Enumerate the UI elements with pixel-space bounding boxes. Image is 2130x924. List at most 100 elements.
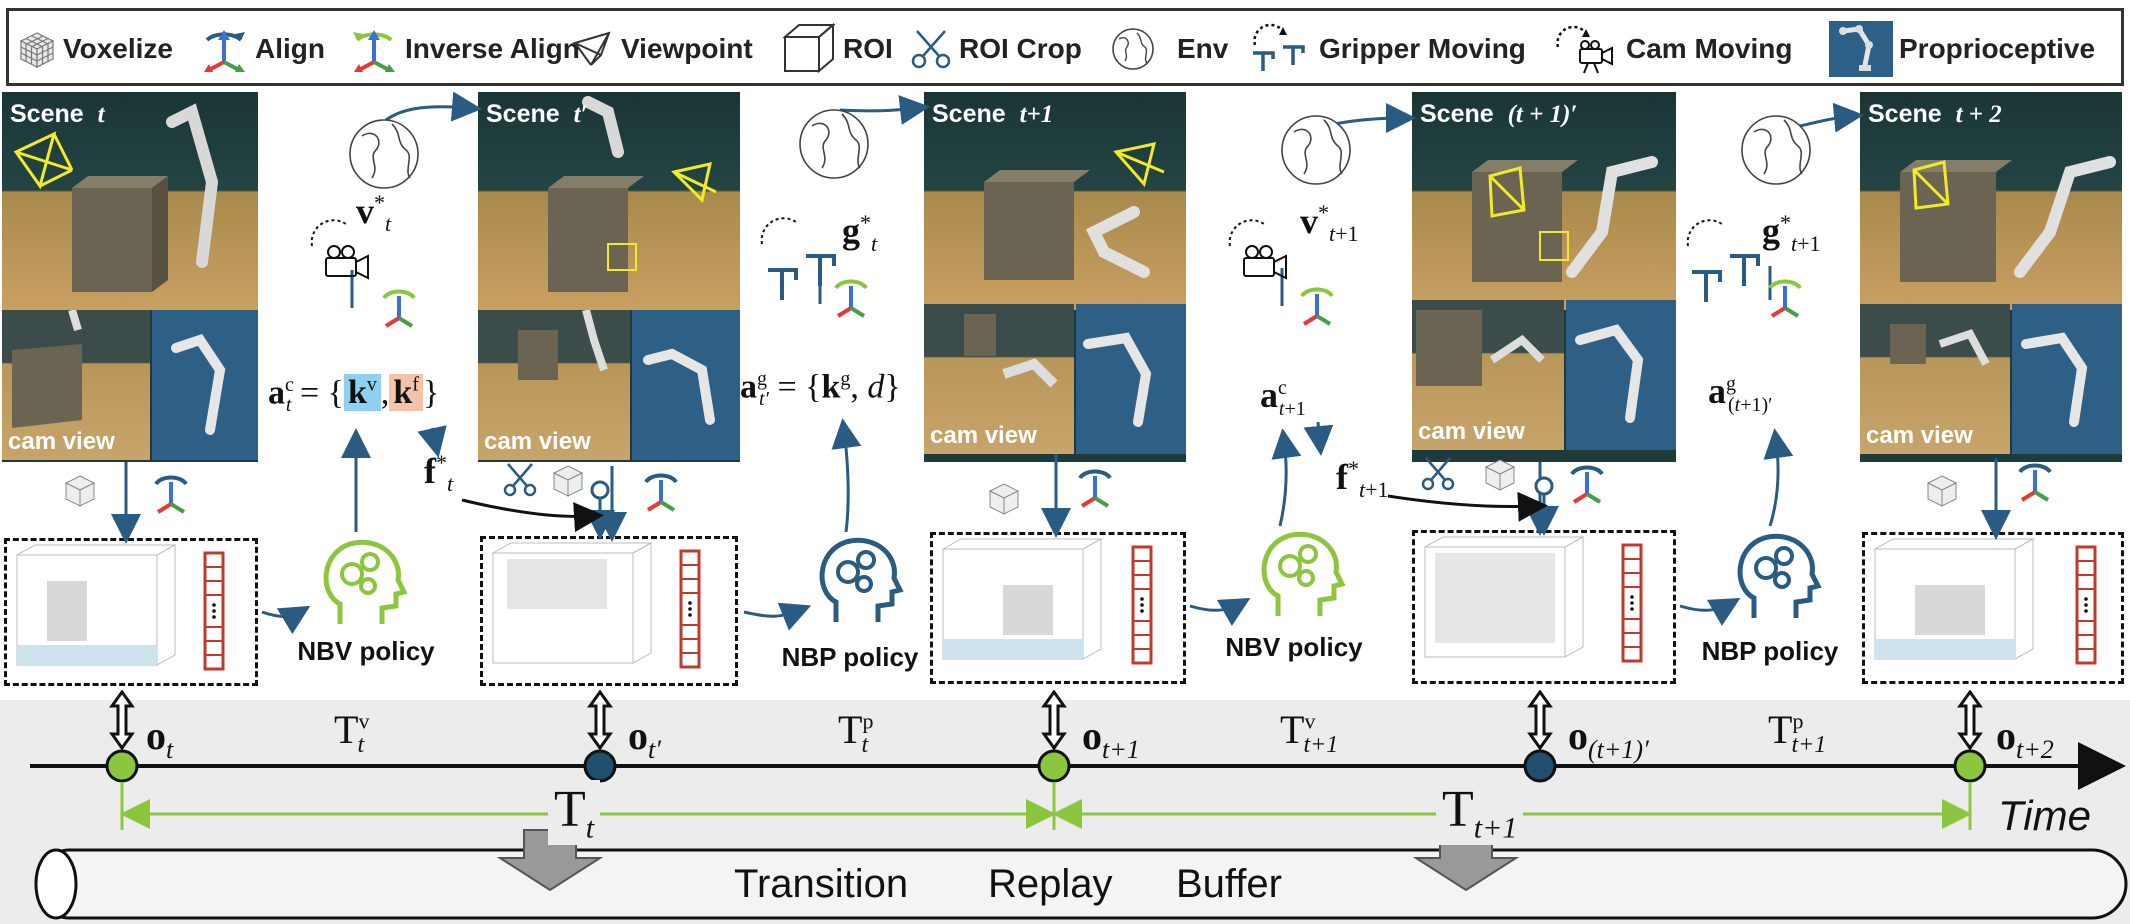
legend-env: Env (1109, 21, 1228, 77)
legend-proprioceptive-label: Proprioceptive (1899, 33, 2096, 64)
span-label-t: Tt (548, 780, 601, 846)
legend-align: Align (199, 21, 325, 77)
legend-roi-crop-label: ROI Crop (959, 33, 1082, 64)
proprioceptive-view-t-plus-1-prime (1566, 300, 1676, 450)
math-v-star-t-plus-1: v*t+1 (1300, 200, 1359, 247)
buffer-word-replay: Replay (988, 862, 1113, 906)
legend-roi: ROI (781, 21, 893, 77)
span-label-t-plus-1: Tt+1 (1436, 780, 1524, 846)
voxelize-icon (19, 32, 55, 68)
robot-arm-illustration (171, 334, 226, 435)
voxel-grid-illustration (1873, 538, 2097, 665)
proprioceptive-view-t (152, 310, 258, 460)
scene-render (478, 92, 740, 310)
voxel-observation-box-t-prime (480, 536, 738, 686)
legend-cam-moving-label: Cam Moving (1626, 33, 1793, 64)
legend-inverse-align: Inverse Align (349, 21, 580, 77)
inverse-align-icon (353, 30, 395, 72)
nbv-policy-head-icon (1261, 531, 1346, 616)
legend-env-label: Env (1177, 33, 1229, 64)
scene-illustration (548, 96, 717, 292)
cam-view-t: cam view (2, 308, 150, 460)
voxel-grid-illustration (1423, 536, 1643, 663)
roi-box-icon (782, 23, 836, 74)
legend-viewpoint: Viewpoint (571, 21, 753, 77)
math-g-star-t: g*t (842, 210, 878, 257)
voxel-grid-illustration (15, 544, 225, 671)
segment-label-t-plus-1-p: Tpt+1 (1768, 707, 1827, 758)
legend-gripper-moving-label: Gripper Moving (1319, 33, 1526, 64)
nbp-policy-head-icon (1737, 533, 1822, 618)
scene-panel-t: Scene t cam view (2, 92, 258, 462)
legend-gripper-moving: Gripper Moving (1249, 21, 1526, 77)
scene-title-t: Scene t (10, 100, 105, 128)
scene-panel-t-plus-1: Scene t+1 cam view (924, 92, 1186, 462)
camera-moving-icon (310, 219, 1287, 280)
robot-arm-illustration (2021, 332, 2088, 427)
gripper-moving-icon (1253, 23, 1305, 71)
cam-view-illustration (518, 308, 608, 380)
scene-illustration (1900, 156, 2116, 282)
observation-label-t: ot (146, 713, 174, 764)
buffer-word-transition: Transition (734, 862, 909, 906)
time-axis-label: Time (1998, 792, 2091, 839)
buffer-word-buffer: Buffer (1176, 862, 1282, 906)
scissors-icon (911, 30, 951, 69)
scene-panel-t-plus-2: Scene t + 2 cam view (1860, 92, 2122, 462)
segment-label-t-p: Tpt (838, 707, 874, 758)
proprioceptive-view-t-prime (632, 310, 740, 460)
math-v-star-t: v*t (356, 190, 392, 237)
legend-cam-moving: Cam Moving (1554, 21, 1792, 77)
scene-panel-t-plus-1-prime: Scene (t + 1)′ cam view (1412, 92, 1676, 462)
cam-view-illustration (1416, 310, 1545, 386)
voxel-grid-illustration (491, 542, 701, 669)
policy-label-2: NBP policy (781, 642, 919, 672)
voxel-observation-box-t-plus-1 (930, 532, 1186, 684)
nbp-policy-head-icon (819, 537, 904, 622)
legend-voxelize-label: Voxelize (63, 33, 173, 64)
observation-link-arrows (109, 690, 1983, 751)
voxelize-icon (64, 459, 1958, 515)
policy-label-1: NBV policy (297, 636, 435, 666)
timeline-layer (30, 690, 2128, 920)
legend-inverse-align-label: Inverse Align (405, 33, 580, 64)
scene-render (1860, 92, 2122, 310)
globe-icon (1112, 28, 1154, 70)
voxel-observation-box-t (4, 538, 258, 686)
scene-title-t-plus-1: Scene t+1 (932, 100, 1054, 128)
math-f-star-t: f*t (424, 450, 454, 497)
scene-illustration (13, 103, 219, 292)
observation-label-t-prime: ot′ (628, 713, 661, 764)
scene-title-t-plus-1-prime: Scene (t + 1)′ (1420, 100, 1578, 128)
legend-voxelize: Voxelize (17, 21, 173, 77)
observation-nodes (105, 749, 1987, 783)
legend-align-label: Align (255, 33, 325, 64)
obs-node-t-plus-1 (1037, 749, 1071, 783)
scene-title-t-plus-2: Scene t + 2 (1868, 100, 2002, 128)
voxel-grid-illustration (941, 538, 1153, 665)
robot-arm-illustration (643, 348, 715, 425)
legend-proprioceptive: Proprioceptive (1829, 21, 2095, 77)
proprioceptive-view-t-plus-2 (2012, 304, 2122, 454)
legend-bar: Voxelize Align Inverse Align (6, 8, 2124, 86)
observation-label-t-plus-1: ot+1 (1082, 713, 1140, 764)
proprioceptive-view-t-plus-1 (1076, 304, 1186, 454)
viewpoint-icon (572, 31, 611, 66)
math-a-g-t-prime: agt′ = {kg, d} (740, 368, 901, 411)
math-a-c-t-plus-1: act+1 (1260, 375, 1306, 421)
align-icon (204, 30, 245, 72)
scene-render (1412, 92, 1676, 310)
observation-label-t-plus-1-prime: o(t+1)′ (1568, 713, 1649, 764)
scene-render (2, 92, 258, 310)
scene-panel-t-prime: Scene t′ cam view (478, 92, 740, 462)
legend-roi-crop: ROI Crop (909, 21, 1082, 77)
segment-label-t-plus-1-v: Tvt+1 (1280, 707, 1339, 758)
align-icon (154, 463, 2052, 514)
robot-arm-illustration (1575, 324, 1644, 423)
scene-render (924, 92, 1186, 310)
policy-label-3: NBV policy (1225, 632, 1363, 662)
camera-moving-icon (1556, 25, 1613, 74)
scene-illustration (1472, 156, 1658, 282)
segment-label-t-v: Tvt (334, 707, 370, 758)
voxel-observation-box-t-plus-2 (1862, 532, 2124, 684)
